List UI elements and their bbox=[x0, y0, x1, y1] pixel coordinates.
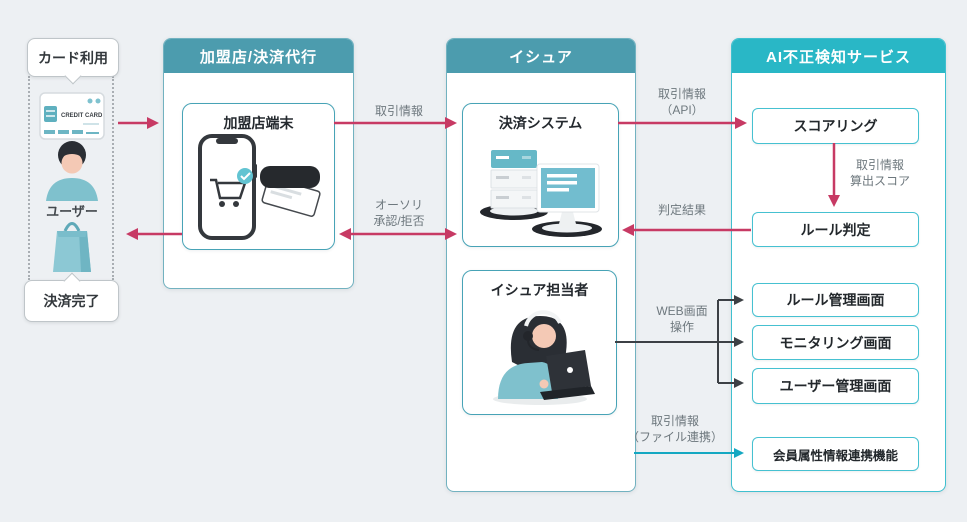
credit-card-text: CREDIT CARD bbox=[61, 113, 103, 119]
payment-complete-label: 決済完了 bbox=[43, 293, 100, 309]
rule-judgment-box: ルール判定 bbox=[752, 212, 919, 247]
user-management-screen-box: ユーザー管理画面 bbox=[752, 368, 919, 404]
bubble-tail bbox=[63, 272, 80, 290]
label-web-operation: WEB画面 操作 bbox=[656, 304, 708, 335]
issuer-staff-title: イシュア担当者 bbox=[490, 282, 589, 298]
payment-system-illustration bbox=[480, 150, 602, 237]
label-calc-score: 取引情報 算出スコア bbox=[849, 158, 910, 189]
user-lane-left-dotted-line bbox=[28, 76, 30, 280]
user-lane-right-dotted-line bbox=[112, 76, 114, 280]
label-file-link: 取引情報 （ファイル連携） bbox=[626, 414, 723, 445]
card-use-label: カード利用 bbox=[38, 49, 108, 66]
credit-card-icon: CREDIT CARD bbox=[39, 92, 105, 140]
label-judgment-result: 判定結果 bbox=[657, 203, 706, 217]
ai-service-panel: AI不正検知サービス bbox=[731, 38, 946, 492]
scoring-box: スコアリング bbox=[752, 108, 919, 144]
member-attribute-box: 会員属性情報連携機能 bbox=[752, 437, 919, 471]
merchant-panel-header: 加盟店/決済代行 bbox=[164, 39, 353, 73]
issuer-panel-header: イシュア bbox=[447, 39, 635, 73]
merchant-terminal-title: 加盟店端末 bbox=[223, 115, 294, 131]
user-person-icon bbox=[46, 141, 98, 201]
payment-complete-bubble: 決済完了 bbox=[24, 272, 119, 322]
bubble-tail bbox=[64, 67, 82, 85]
issuer-staff-illustration bbox=[493, 310, 595, 405]
rule-management-screen-box: ルール管理画面 bbox=[752, 283, 919, 317]
card-use-bubble: カード利用 bbox=[27, 38, 119, 85]
label-transaction-info: 取引情報 bbox=[374, 104, 423, 118]
terminal-illustration bbox=[198, 134, 321, 240]
label-authorization: オーソリ 承認/拒否 bbox=[373, 198, 425, 229]
user-label: ユーザー bbox=[46, 204, 98, 219]
ai-service-panel-header: AI不正検知サービス bbox=[732, 39, 945, 73]
monitoring-screen-box: モニタリング画面 bbox=[752, 325, 919, 360]
shopping-bag-icon bbox=[53, 222, 91, 272]
payment-system-title: 決済システム bbox=[498, 115, 583, 131]
label-transaction-info-api: 取引情報 （API） bbox=[657, 87, 706, 118]
